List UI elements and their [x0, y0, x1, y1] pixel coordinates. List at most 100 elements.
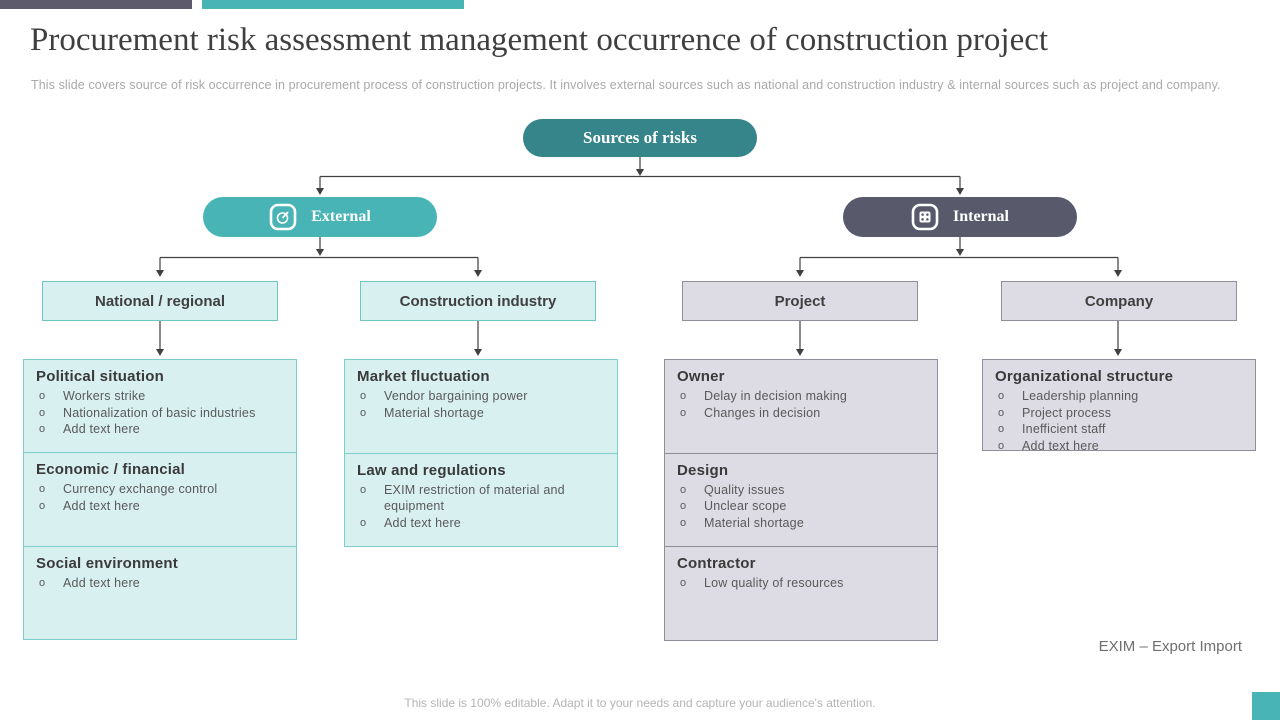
sources-of-risks-node: Sources of risks	[523, 119, 757, 157]
bullet-marker: o	[998, 390, 1005, 402]
external-branch-label: External	[311, 208, 371, 225]
corner-accent-square	[1252, 692, 1280, 720]
risk-item-text: Vendor bargaining power	[384, 389, 528, 403]
risk-item: o Nationalization of basic industries	[36, 405, 286, 422]
bullet-marker: o	[39, 406, 46, 419]
risk-item: o Leadership planning	[995, 388, 1245, 405]
risk-item-text: Nationalization of basic industries	[63, 405, 256, 420]
risk-item: o Add text here	[36, 575, 286, 592]
risk-item-text: Add text here	[384, 515, 461, 530]
section-title: Social environment	[36, 554, 178, 572]
risk-item-text: Project process	[1022, 405, 1112, 420]
section-title: Contractor	[677, 555, 756, 573]
column-box-construction-industry: Market fluctuation o Vendor bargaining pow…	[344, 359, 618, 547]
risk-item-text: Add text here	[63, 575, 140, 590]
risk-item-text: Material shortage	[384, 405, 484, 420]
bullet-marker: o	[360, 406, 367, 419]
risk-section-economic-financial: Economic / financial o Currency exchange c…	[24, 452, 296, 545]
bullet-marker: o	[998, 439, 1005, 451]
risk-item-text: Unclear scope	[704, 499, 787, 514]
sources-of-risks-label: Sources of risks	[583, 128, 697, 147]
risk-item-text: Currency exchange control	[63, 482, 218, 497]
bullet-marker: o	[680, 577, 687, 590]
internal-branch-label: Internal	[953, 208, 1009, 225]
section-title: Market fluctuation	[357, 368, 490, 385]
risk-section-organizational-structure: Organizational structure o Leadership plan…	[983, 360, 1255, 450]
column-header-construction-industry: Construction industry	[360, 281, 596, 321]
bullet-marker: o	[680, 390, 687, 402]
section-title: Law and regulations	[357, 461, 506, 479]
risk-item: o Delay in decision making	[677, 388, 927, 405]
column-box-company: Organizational structure o Leadership plan…	[982, 359, 1256, 451]
risk-section-market-fluctuation: Market fluctuation o Vendor bargaining pow…	[345, 360, 617, 453]
risk-item: o Material shortage	[677, 515, 927, 532]
risk-item-text: Add text here	[1022, 438, 1099, 451]
column-header-company: Company	[1001, 281, 1237, 321]
slide-subtitle: This slide covers source of risk occurre…	[31, 78, 1221, 92]
risk-item: o Project process	[995, 405, 1245, 422]
risk-item: o Material shortage	[357, 405, 607, 422]
bullet-marker: o	[39, 390, 46, 402]
risk-section-law-and-regulations: Law and regulations o EXIM restriction of …	[345, 452, 617, 547]
keypad-icon	[911, 203, 939, 231]
column-header-national-regional: National / regional	[42, 281, 278, 321]
risk-item-text: EXIM restriction of material and equipme…	[384, 482, 565, 514]
risk-item: o Inefficient staff	[995, 421, 1245, 438]
section-title: Owner	[677, 368, 725, 385]
page-title: Procurement risk assessment management o…	[30, 22, 1049, 58]
risk-item-text: Add text here	[63, 498, 140, 513]
risk-item: o Vendor bargaining power	[357, 388, 607, 405]
section-title: Design	[677, 461, 729, 479]
risk-section-contractor: Contractor o Low quality of resources	[665, 546, 937, 640]
top-bar-teal	[202, 0, 464, 9]
risk-item-text: Add text here	[63, 422, 140, 436]
risk-section-social-environment: Social environment o Add text here	[24, 545, 296, 639]
bullet-marker: o	[360, 483, 367, 496]
external-branch-node: External	[203, 197, 437, 237]
gauge-icon	[269, 203, 297, 231]
risk-item-text: Leadership planning	[1022, 389, 1139, 403]
section-title: Economic / financial	[36, 461, 186, 479]
section-title: Political situation	[36, 368, 164, 385]
bullet-marker: o	[680, 516, 687, 529]
section-title: Organizational structure	[995, 368, 1174, 385]
risk-item-text: Low quality of resources	[704, 576, 844, 591]
risk-item: o Changes in decision	[677, 405, 927, 422]
risk-item-text: Changes in decision	[704, 405, 821, 420]
risk-item: o Low quality of resources	[677, 575, 927, 592]
bullet-marker: o	[39, 423, 46, 435]
risk-item: o Workers strike	[36, 388, 286, 405]
abbreviation-note: EXIM – Export Import	[1098, 638, 1242, 655]
risk-item: o Currency exchange control	[36, 481, 286, 498]
risk-item-text: Delay in decision making	[704, 389, 848, 403]
risk-item: o Unclear scope	[677, 498, 927, 515]
bullet-marker: o	[360, 390, 367, 402]
bullet-marker: o	[39, 576, 46, 589]
risk-item-text: Material shortage	[704, 515, 804, 530]
editable-footer-note: This slide is 100% editable. Adapt it to…	[404, 696, 876, 710]
bullet-marker: o	[998, 406, 1005, 419]
bullet-marker: o	[360, 516, 367, 529]
risk-item-text: Workers strike	[63, 389, 146, 403]
bullet-marker: o	[39, 483, 46, 496]
internal-branch-node: Internal	[843, 197, 1077, 237]
bullet-marker: o	[680, 500, 687, 513]
bullet-marker: o	[998, 423, 1005, 435]
risk-item: o Add text here	[995, 438, 1245, 451]
risk-item: o EXIM restriction of material and equipm…	[357, 482, 607, 515]
bullet-marker: o	[680, 406, 687, 419]
risk-item-text: Inefficient staff	[1022, 422, 1106, 436]
bullet-marker: o	[680, 483, 687, 496]
risk-item: o Add text here	[357, 515, 607, 532]
column-header-project: Project	[682, 281, 918, 321]
risk-item: o Add text here	[36, 421, 286, 438]
risk-item-text: Quality issues	[704, 482, 785, 497]
top-bar-dark	[0, 0, 192, 9]
